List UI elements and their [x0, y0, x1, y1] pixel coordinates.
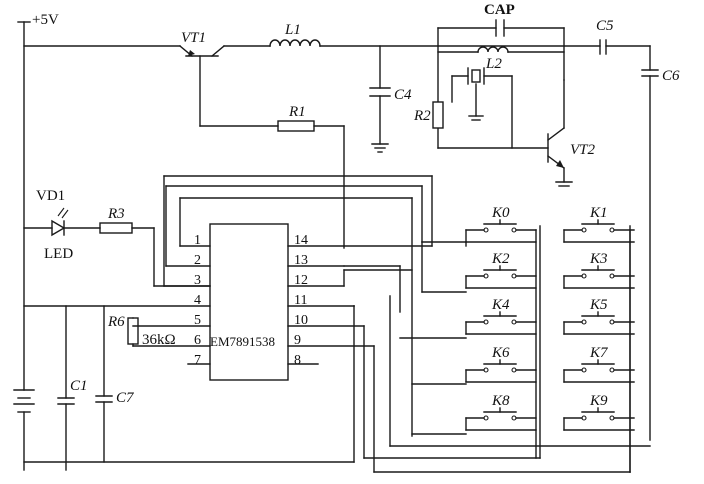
vt2-label: VT2	[570, 142, 596, 158]
ic-left-pin: 3	[194, 273, 201, 288]
c5-label: C5	[596, 18, 614, 34]
vt1-label: VT1	[181, 30, 206, 46]
transistor-vt2: VT2	[547, 79, 596, 187]
r3-label: R3	[107, 206, 125, 222]
key-label: K7	[589, 345, 609, 361]
key-label: K9	[589, 393, 608, 409]
key-label: K6	[491, 345, 510, 361]
key-label: K4	[491, 297, 510, 313]
ic-right-pin: 9	[294, 333, 301, 348]
key-switch-k7: K7	[563, 345, 635, 383]
ic-right-pin: 11	[294, 293, 307, 308]
led-label: LED	[44, 246, 73, 262]
key-label: K0	[491, 205, 510, 221]
resistor-r6: R6 36kΩ	[107, 314, 211, 348]
resistor-r1: R1	[199, 104, 345, 249]
key-label: K2	[491, 251, 510, 267]
ic-right-pin: 10	[294, 313, 308, 328]
ic-left-pin: 5	[194, 313, 201, 328]
r2-label: R2	[413, 108, 431, 124]
key-switch-k3: K3	[563, 251, 635, 289]
supply-label: +5V	[32, 12, 59, 28]
tank-circuit: CAP L2 R2	[413, 2, 565, 149]
matrix-routing	[163, 175, 651, 473]
key-switch-k9: K9	[563, 393, 635, 431]
key-switch-k0: K0	[465, 205, 537, 243]
key-switch-k5: K5	[563, 297, 635, 335]
ic-left-pin: 2	[194, 253, 201, 268]
c6-label: C6	[662, 68, 680, 84]
key-switch-k6: K6	[465, 345, 537, 383]
cap-label: CAP	[484, 2, 515, 18]
key-switch-k8: K8	[465, 393, 537, 431]
key-label: K1	[589, 205, 608, 221]
c4-label: C4	[394, 87, 412, 103]
key-label: K3	[589, 251, 608, 267]
capacitor-c4: C4	[369, 45, 412, 153]
r1-label: R1	[288, 104, 306, 120]
led-vd1: VD1 LED	[23, 188, 101, 262]
c1-label: C1	[70, 378, 88, 394]
vd1-label: VD1	[36, 188, 65, 204]
ic-right-pin: 8	[294, 353, 301, 368]
ic-right-pin: 14	[294, 233, 308, 248]
supply-rail: +5V	[17, 12, 181, 391]
battery-symbol	[13, 389, 35, 471]
l2-label: L2	[485, 56, 502, 72]
l1-label: L1	[284, 22, 301, 38]
ic-left-pin: 1	[194, 233, 201, 248]
transistor-vt1: VT1	[179, 30, 225, 127]
key-switch-k1: K1	[563, 205, 635, 243]
r6-label: R6	[107, 314, 125, 330]
key-label: K8	[491, 393, 510, 409]
ic-name: EM7891538	[210, 334, 275, 349]
ic-left-pin: 6	[194, 333, 201, 348]
bypass-capacitors: C1 C7	[23, 305, 355, 471]
key-switch-k2: K2	[465, 251, 537, 289]
capacitor-c6: C6	[641, 45, 680, 441]
ic-right-pin: 12	[294, 273, 308, 288]
ic-right-pin: 13	[294, 253, 308, 268]
ic-left-pin: 7	[194, 353, 201, 368]
key-label: K5	[589, 297, 608, 313]
capacitor-c5: C5	[596, 18, 651, 55]
key-switch-k4: K4	[465, 297, 537, 335]
inductor-l1: L1	[223, 22, 601, 47]
c7-label: C7	[116, 390, 135, 406]
ic-left-pin: 4	[194, 293, 201, 308]
r6-value: 36kΩ	[142, 332, 176, 348]
ic-em7891538: EM7891538 1 2 3 4 5 6 7 14 13 12 11 10 9…	[163, 223, 401, 381]
